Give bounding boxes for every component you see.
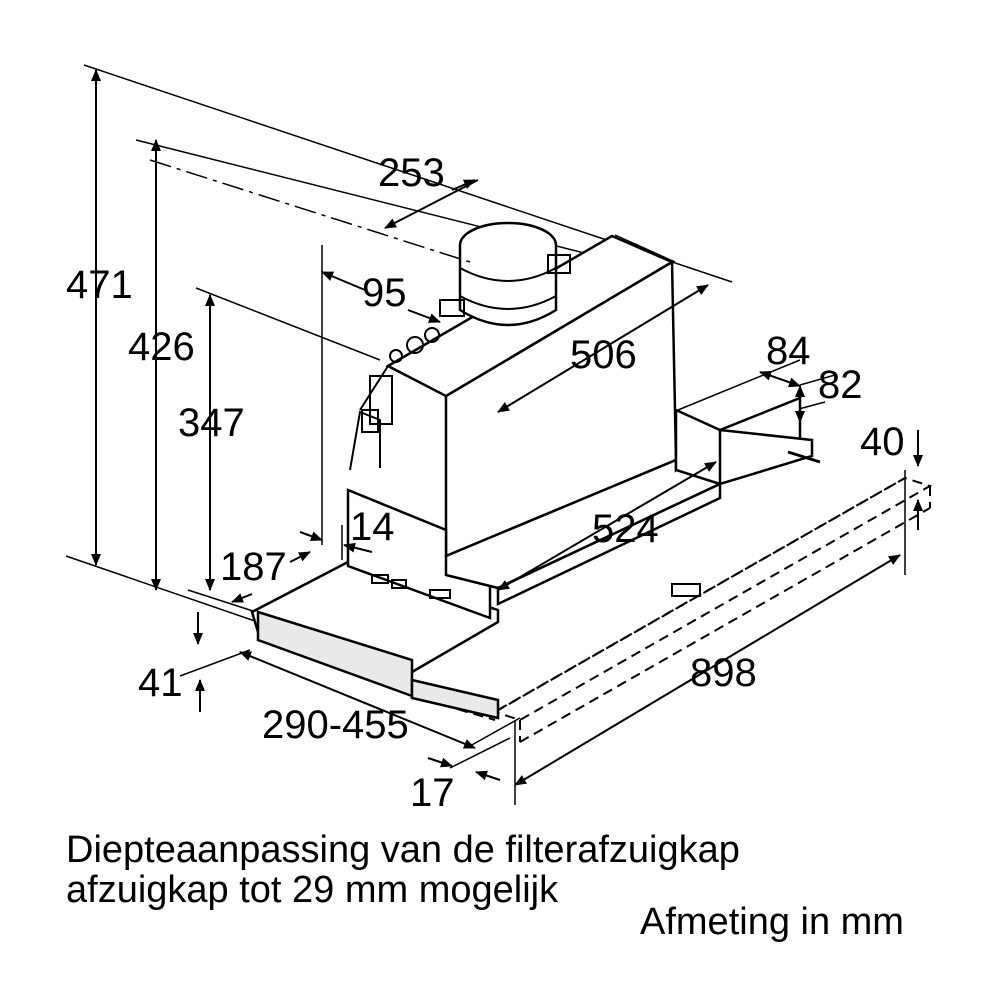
dim-187-label: 187 [220, 545, 287, 589]
caption: Diepteaanpassing van de filterafzuigkap … [66, 829, 904, 943]
dim-471-label: 471 [66, 263, 133, 307]
unit-note: Afmeting in mm [640, 901, 904, 943]
caption-line-1: Diepteaanpassing van de filterafzuigkap [66, 829, 740, 871]
dimension-lines [91, 69, 923, 786]
dim-290-455-label: 290-455 [262, 703, 409, 747]
dim-347-label: 347 [178, 401, 245, 445]
caption-line-2: afzuigkap tot 29 mm mogelijk [66, 869, 559, 911]
dim-17-label: 17 [410, 771, 455, 815]
center-line [149, 159, 471, 263]
dim-41-label: 41 [138, 661, 183, 705]
dim-82-label: 82 [818, 363, 863, 407]
dim-426-label: 426 [128, 325, 195, 369]
dim-898-label: 898 [690, 651, 757, 695]
dim-524-label: 524 [592, 507, 659, 551]
dim-506-label: 506 [570, 333, 637, 377]
dim-84-label: 84 [766, 329, 811, 373]
dimension-labels: 471 426 347 253 95 506 84 82 40 14 524 1… [66, 151, 905, 815]
dim-253-label: 253 [378, 151, 445, 195]
dim-40-label: 40 [860, 420, 905, 464]
dim-95-label: 95 [362, 271, 407, 315]
dim-14-label: 14 [350, 505, 395, 549]
